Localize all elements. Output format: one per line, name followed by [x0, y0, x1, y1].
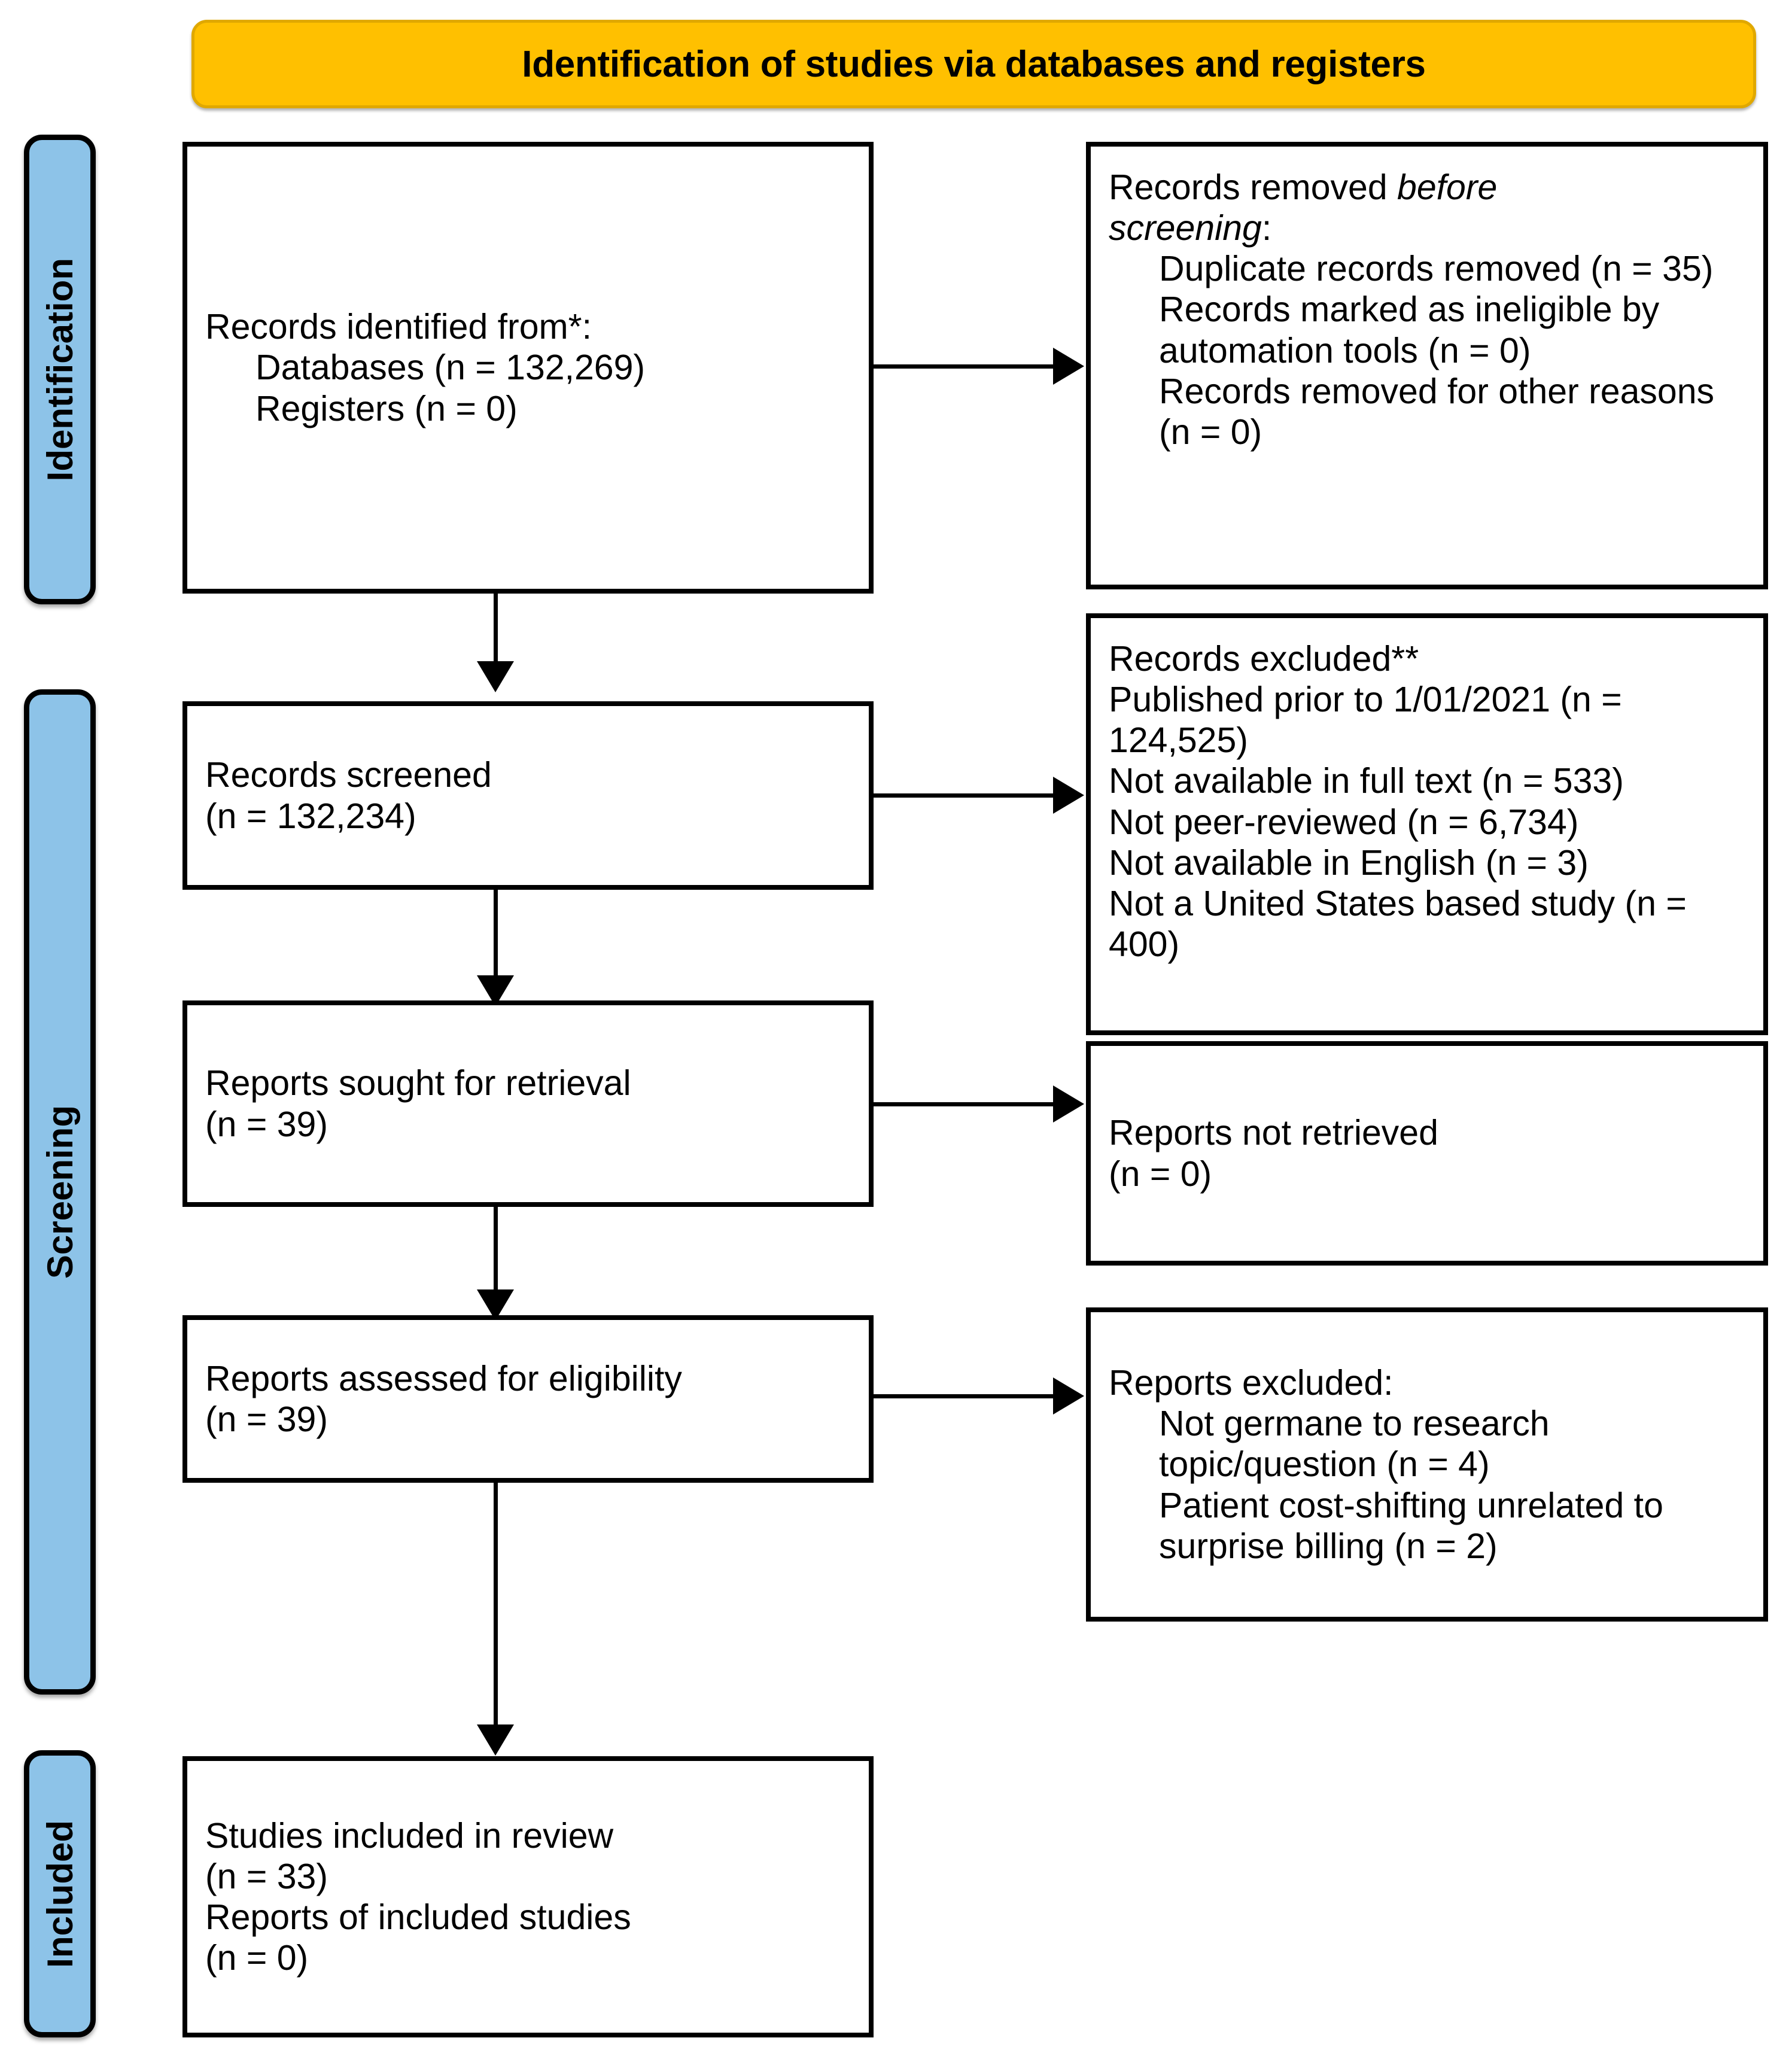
reports-excluded-line1: Reports excluded: [1109, 1363, 1394, 1403]
records-removed-heading: Records removed before [1109, 168, 1498, 207]
box-records-screened: Records screened (n = 132,234) [182, 701, 874, 890]
arrowhead-sought-to-not-retrieved [1053, 1085, 1084, 1123]
box-reports-assessed: Reports assessed for eligibility (n = 39… [182, 1315, 874, 1483]
arrowhead-screened-to-excluded [1053, 777, 1084, 814]
reports-not-retrieved-line2: (n = 0) [1109, 1154, 1212, 1194]
connector-sought-to-assessed [494, 1207, 498, 1294]
records-excluded-line5: Not available in English (n = 3) [1109, 842, 1589, 883]
connector-screened-to-excluded [874, 793, 1053, 798]
stage-tab-screening-label: Screening [39, 1105, 80, 1279]
box-reports-excluded: Reports excluded: Not germane to researc… [1086, 1307, 1768, 1622]
box-reports-sought: Reports sought for retrieval (n = 39) [182, 1000, 874, 1207]
records-removed-heading-cont: screening: [1109, 208, 1272, 248]
stage-tab-identification: Identification [24, 135, 96, 604]
box-reports-not-retrieved: Reports not retrieved (n = 0) [1086, 1041, 1768, 1266]
box-records-removed-before-screening: Records removed before screening: Duplic… [1086, 142, 1768, 589]
reports-excluded-line2: Not germane to research topic/question (… [1159, 1404, 1560, 1485]
records-identified-line1: Records identified from*: [205, 307, 592, 347]
studies-included-line4: (n = 0) [205, 1938, 309, 1978]
box-records-identified: Records identified from*: Databases (n =… [182, 142, 874, 594]
banner-title: Identification of studies via databases … [522, 43, 1426, 85]
identification-banner: Identification of studies via databases … [191, 20, 1756, 108]
records-excluded-line1: Records excluded** [1109, 639, 1419, 679]
studies-included-line3: Reports of included studies [205, 1897, 631, 1937]
stage-tab-screening: Screening [24, 689, 96, 1695]
connector-identified-to-removed [874, 364, 1053, 369]
studies-included-line1: Studies included in review [205, 1815, 614, 1856]
reports-not-retrieved-line1: Reports not retrieved [1109, 1113, 1438, 1153]
connector-screened-to-sought [494, 890, 498, 980]
arrowhead-identified-to-screened [477, 661, 514, 692]
records-screened-line1: Records screened [205, 755, 492, 795]
studies-included-line2: (n = 33) [205, 1856, 328, 1896]
connector-sought-to-not-retrieved [874, 1102, 1053, 1106]
records-removed-automation: Records marked as ineligible by automati… [1159, 290, 1669, 370]
records-identified-databases: Databases (n = 132,269) [255, 348, 646, 388]
records-removed-duplicates: Duplicate records removed (n = 35) [1159, 249, 1714, 289]
records-excluded-line2: Published prior to 1/01/2021 (n = 124,52… [1109, 680, 1632, 761]
reports-assessed-line1: Reports assessed for eligibility [205, 1358, 682, 1398]
connector-assessed-to-reports-excluded [874, 1394, 1053, 1398]
stage-tab-identification-label: Identification [39, 257, 80, 482]
arrowhead-identified-to-removed [1053, 348, 1084, 385]
reports-sought-line2: (n = 39) [205, 1104, 328, 1144]
arrowhead-assessed-to-included [477, 1724, 514, 1756]
records-excluded-line6: Not a United States based study (n = 400… [1109, 883, 1697, 964]
records-excluded-line4: Not peer-reviewed (n = 6,734) [1109, 802, 1579, 842]
records-removed-other: Records removed for other reasons (n = 0… [1159, 371, 1724, 452]
records-identified-registers: Registers (n = 0) [255, 388, 518, 428]
records-screened-line2: (n = 132,234) [205, 796, 416, 836]
arrowhead-assessed-to-reports-excluded [1053, 1377, 1084, 1415]
reports-excluded-line3: Patient cost-shifting unrelated to surpr… [1159, 1485, 1674, 1566]
box-records-excluded: Records excluded** Published prior to 1/… [1086, 613, 1768, 1035]
stage-tab-included: Included [24, 1750, 96, 2037]
stage-tab-included-label: Included [39, 1820, 80, 1968]
reports-sought-line1: Reports sought for retrieval [205, 1063, 631, 1103]
records-excluded-line3: Not available in full text (n = 533) [1109, 761, 1624, 801]
reports-assessed-line2: (n = 39) [205, 1400, 328, 1439]
connector-identified-to-screened [494, 594, 498, 665]
box-studies-included: Studies included in review (n = 33) Repo… [182, 1756, 874, 2037]
connector-assessed-to-included [494, 1483, 498, 1728]
